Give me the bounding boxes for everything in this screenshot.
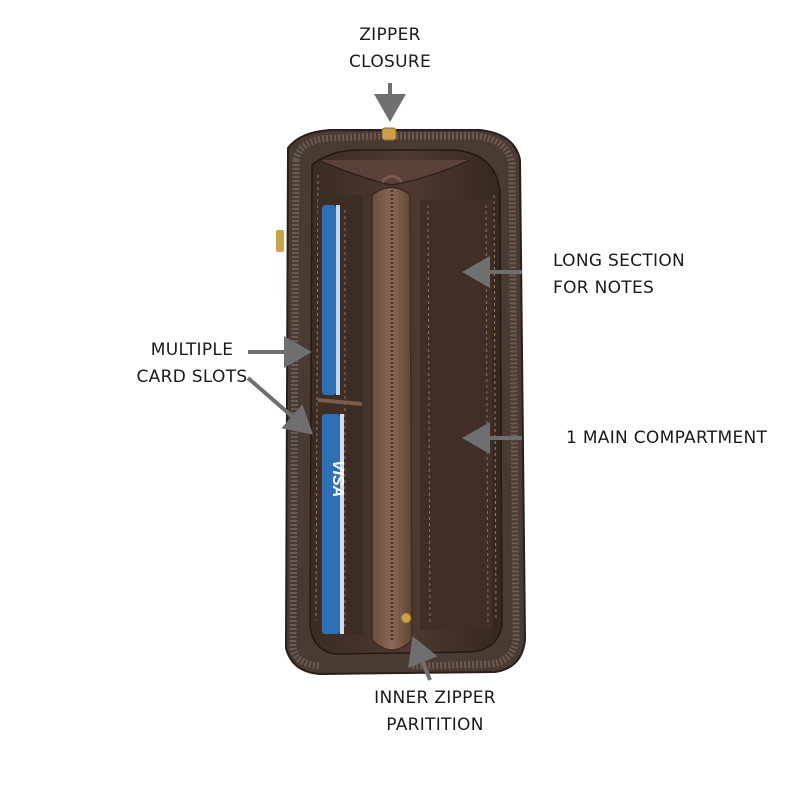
- label-long-section-line1: LONG SECTION: [553, 251, 686, 271]
- label-inner-zipper-line2: PARITITION: [386, 715, 484, 735]
- label-main-compartment-line1: 1 MAIN COMPARTMENT: [566, 428, 768, 448]
- arrow-inner-zipper: [408, 636, 438, 681]
- zipper-partition: [371, 174, 413, 651]
- card-slots-section: [317, 195, 363, 635]
- label-long-section: LONG SECTION FOR NOTES: [553, 248, 685, 302]
- label-card-slots-line1: MULTIPLE: [150, 340, 234, 360]
- label-zipper-closure-line1: ZIPPER: [359, 25, 421, 45]
- arrow-card-slots-lower: [246, 376, 314, 435]
- card-brand-text: VISA: [329, 460, 346, 497]
- label-zipper-closure-line2: CLOSURE: [348, 52, 431, 72]
- label-zipper-closure: ZIPPER CLOSURE: [330, 22, 450, 76]
- long-notes-section: [420, 200, 492, 630]
- label-inner-zipper: INNER ZIPPER PARITITION: [360, 685, 510, 739]
- label-inner-zipper-line1: INNER ZIPPER: [374, 688, 496, 708]
- card-lower: [322, 414, 340, 634]
- label-card-slots: MULTIPLE CARD SLOTS: [132, 337, 252, 391]
- label-main-compartment: 1 MAIN COMPARTMENT: [566, 425, 767, 452]
- inner-zipper-pull: [400, 612, 412, 624]
- zipper-closure-pull: [381, 127, 397, 141]
- label-long-section-line2: FOR NOTES: [553, 278, 655, 298]
- label-card-slots-line2: CARD SLOTS: [136, 367, 248, 387]
- card-upper: [322, 205, 336, 395]
